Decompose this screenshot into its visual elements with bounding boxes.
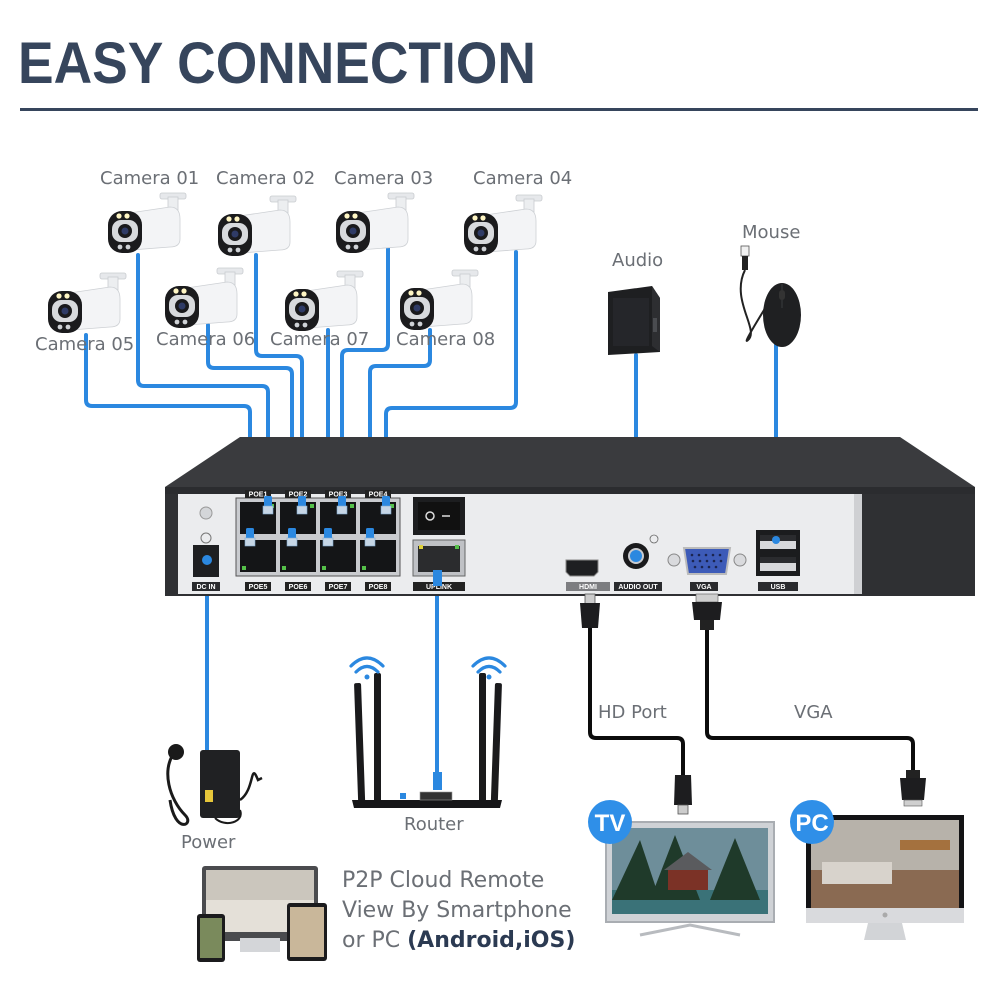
poe6-label: POE6 — [289, 584, 308, 591]
hdmi-label: HDMI — [579, 584, 597, 591]
camera-05-image — [47, 272, 127, 334]
pc-monitor — [806, 815, 964, 940]
mouse-icon — [739, 245, 801, 347]
tv-badge-text: TV — [595, 810, 626, 837]
poe2-label: POE2 — [289, 492, 308, 499]
audio-label: Audio — [612, 250, 664, 271]
wifi-icon-left — [349, 656, 385, 680]
cable-camera-05 — [84, 333, 252, 532]
pc-badge-text: PC — [795, 810, 828, 837]
audio-out-label: AUDIO OUT — [618, 584, 658, 591]
camera-03-image — [335, 192, 415, 254]
poe3-label: POE3 — [329, 492, 348, 499]
power-adapter-icon — [166, 744, 263, 826]
hdmi-plug-bottom — [674, 775, 692, 815]
nvr-recorder: DC IN POE1 POE2 POE3 POE4 POE5 POE6 POE7 — [165, 437, 975, 596]
poe8-label: POE8 — [369, 584, 388, 591]
hd-port-label: HD Port — [598, 702, 667, 723]
cable-camera-08 — [368, 328, 432, 532]
tv-monitor — [605, 821, 775, 937]
camera-05-label: Camera 05 — [35, 334, 135, 355]
camera-01-label: Camera 01 — [100, 168, 200, 189]
vga-plug-top — [692, 593, 722, 630]
power-label: Power — [181, 832, 236, 853]
camera-07-image — [284, 270, 364, 332]
camera-01-image — [107, 192, 187, 254]
vga-cable-label: VGA — [794, 702, 833, 723]
camera-03-label: Camera 03 — [334, 168, 434, 189]
usb-label: USB — [771, 584, 786, 591]
p2p-description: P2P Cloud Remote View By Smartphone or P… — [342, 866, 575, 956]
vga-port-label: VGA — [696, 584, 711, 591]
cable-camera-01 — [136, 253, 270, 502]
poe7-label: POE7 — [329, 584, 348, 591]
cable-camera-03 — [340, 243, 390, 502]
camera-07-label: Camera 07 — [270, 329, 370, 350]
camera-04-image — [463, 194, 543, 256]
camera-08-label: Camera 08 — [396, 329, 496, 350]
cable-hdmi — [588, 625, 685, 775]
router-label: Router — [404, 814, 464, 835]
wifi-icon-right — [471, 656, 507, 680]
camera-04-label: Camera 04 — [473, 168, 573, 189]
camera-06-image — [164, 267, 244, 329]
title-divider — [20, 108, 978, 111]
p2p-devices-icon — [197, 866, 327, 962]
cable-camera-06 — [206, 323, 294, 532]
uplink-label: UPLINK — [426, 584, 452, 591]
p2p-line-3: or PC (Android,iOS) — [342, 926, 575, 956]
vga-plug-bottom — [900, 770, 926, 807]
camera-02-label: Camera 02 — [216, 168, 316, 189]
p2p-line-3-prefix: or PC — [342, 928, 408, 953]
dc-in-label: DC IN — [196, 584, 215, 591]
pc-badge: PC — [790, 800, 834, 844]
p2p-line-2: View By Smartphone — [342, 898, 572, 923]
speaker-icon — [608, 286, 660, 355]
hdmi-plug-top — [580, 593, 600, 628]
router-icon — [352, 673, 502, 808]
camera-08-image — [399, 269, 479, 331]
cable-camera-04 — [384, 250, 518, 502]
poe1-label: POE1 — [249, 492, 268, 499]
p2p-platforms: (Android,iOS) — [407, 928, 576, 953]
camera-06-label: Camera 06 — [156, 329, 256, 350]
camera-02-image — [217, 195, 297, 257]
p2p-line-1: P2P Cloud Remote — [342, 868, 545, 893]
tv-badge: TV — [588, 800, 632, 844]
mouse-label: Mouse — [742, 222, 801, 243]
cable-vga — [705, 628, 915, 772]
cable-camera-02 — [254, 253, 304, 502]
page-title: EASY CONNECTION — [18, 31, 536, 96]
poe5-label: POE5 — [249, 584, 268, 591]
poe4-label: POE4 — [369, 492, 388, 499]
